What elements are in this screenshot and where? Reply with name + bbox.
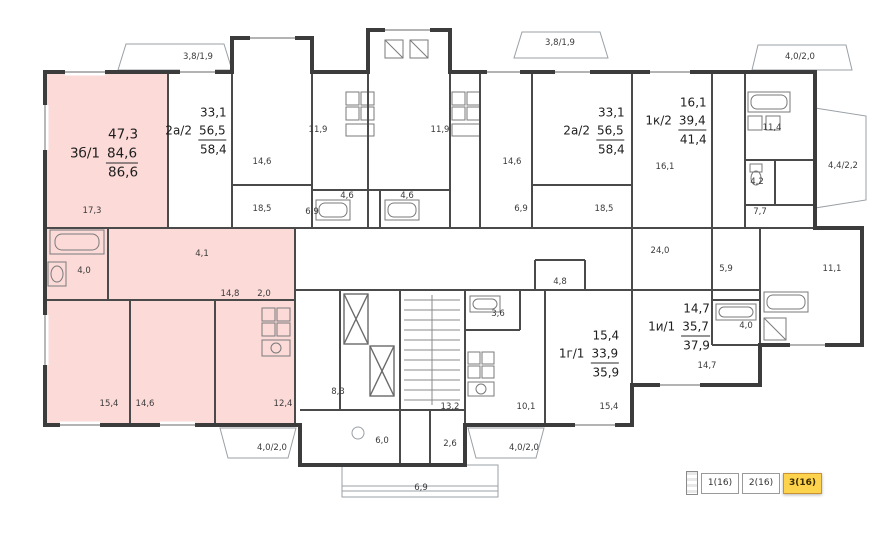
apartment-total-area: 33,9 — [590, 347, 620, 364]
room-dimension: 13,2 — [440, 402, 460, 412]
room-dimension: 14,7 — [697, 361, 717, 371]
apartment-living-area: 33,1 — [199, 105, 227, 120]
room-dimension: 17,3 — [82, 206, 102, 216]
section-button-1[interactable]: 1(16) — [701, 472, 739, 494]
room-dimension: 4,0 — [77, 266, 91, 276]
apartment-label-3b1[interactable]: 47,3 3б/1 84,6 86,6 — [69, 126, 139, 183]
apartment-label-1g1[interactable]: 15,4 1г/1 33,9 35,9 — [558, 327, 620, 382]
room-dimension: 15,4 — [599, 402, 619, 412]
room-dimension: 4,0/2,0 — [509, 443, 539, 453]
apartment-label-1i1[interactable]: 14,7 1и/1 35,7 37,9 — [648, 300, 710, 355]
room-dimension: 11,9 — [430, 125, 450, 135]
apartment-total-area: 56,5 — [595, 124, 625, 141]
room-dimension: 4,0/2,0 — [785, 52, 815, 62]
room-dimension: 8,3 — [331, 387, 345, 397]
room-dimension: 10,1 — [516, 402, 536, 412]
elevator-shafts — [343, 293, 395, 397]
section-button-3[interactable]: 3(16) — [783, 472, 823, 494]
room-dimension: 15,4 — [99, 399, 119, 409]
windows — [41, 26, 825, 429]
stairs — [404, 295, 460, 405]
apartment-total-area: 56,5 — [197, 124, 227, 141]
room-dimension: 3,8/1,9 — [545, 38, 575, 48]
room-dimension: 11,1 — [822, 264, 842, 274]
room-dimension: 14,8 — [220, 289, 240, 299]
apartment-living-area: 16,1 — [679, 95, 707, 110]
room-dimension: 14,6 — [135, 399, 155, 409]
apartment-label-1k2[interactable]: 16,1 1к/2 39,4 41,4 — [645, 94, 707, 149]
apartment-total-plus-area: 58,4 — [199, 142, 227, 157]
room-dimension: 4,8 — [553, 277, 567, 287]
apartment-total-plus-area: 58,4 — [597, 142, 625, 157]
room-dimension: 6,9 — [414, 483, 428, 493]
apartment-total-plus-area: 37,9 — [683, 338, 710, 353]
floor-selector: 1(16) 2(16) 3(16) — [686, 471, 823, 495]
room-dimension: 6,0 — [375, 436, 389, 446]
building-section-icon[interactable] — [686, 471, 698, 495]
apartment-total-area: 39,4 — [677, 114, 707, 131]
room-dimension: 2,6 — [443, 439, 457, 449]
room-dimension: 5,9 — [719, 264, 733, 274]
room-dimension: 2,0 — [257, 289, 271, 299]
room-dimension: 4,6 — [400, 191, 414, 201]
apartment-total-plus-area: 35,9 — [592, 365, 620, 380]
apartment-total-plus-area: 86,6 — [108, 164, 139, 181]
apartment-living-area: 33,1 — [597, 105, 625, 120]
room-dimension: 18,5 — [594, 204, 614, 214]
apartment-living-area: 15,4 — [592, 328, 620, 343]
room-dimension: 18,5 — [252, 204, 272, 214]
section-button-2[interactable]: 2(16) — [742, 472, 780, 494]
apartment-total-area: 35,7 — [681, 320, 710, 337]
room-dimension: 4,2 — [750, 177, 764, 187]
apartment-total-plus-area: 41,4 — [679, 132, 707, 147]
apartment-3b1-highlight[interactable] — [45, 72, 295, 425]
apartment-label-2a2-right[interactable]: 33,1 2а/2 56,5 58,4 — [563, 104, 625, 159]
room-dimension: 11,9 — [308, 125, 328, 135]
room-dimension: 6,9 — [514, 204, 528, 214]
room-dimension: 4,1 — [195, 249, 209, 259]
room-dimension: 16,1 — [655, 162, 675, 172]
apartment-type: 1г/1 — [558, 346, 585, 361]
room-dimension: 3,6 — [491, 309, 505, 319]
room-dimension: 4,0/2,0 — [257, 443, 287, 453]
outer-walls — [43, 28, 864, 467]
room-dimension: 24,0 — [650, 246, 670, 256]
room-dimension: 3,8/1,9 — [183, 52, 213, 62]
apartment-type: 1и/1 — [648, 319, 676, 334]
apartment-type: 2а/2 — [165, 123, 192, 138]
room-dimension: 11,4 — [762, 123, 782, 133]
apartment-label-2a2-left[interactable]: 33,1 2а/2 56,5 58,4 — [165, 104, 227, 159]
apartment-total-area: 84,6 — [106, 145, 139, 164]
room-dimension: 4,6 — [340, 191, 354, 201]
apartment-living-area: 47,3 — [108, 126, 139, 143]
room-dimension: 4,4/2,2 — [828, 161, 858, 171]
room-dimension: 7,7 — [753, 207, 767, 217]
room-dimension: 14,6 — [252, 157, 272, 167]
interior-walls — [45, 72, 815, 465]
room-dimension: 14,6 — [502, 157, 522, 167]
apartment-type: 1к/2 — [645, 113, 672, 128]
room-dimension: 6,9 — [305, 207, 319, 217]
apartment-type: 3б/1 — [69, 145, 100, 162]
apartment-type: 2а/2 — [563, 123, 590, 138]
room-dimension: 4,0 — [739, 321, 753, 331]
room-dimension: 12,4 — [273, 399, 293, 409]
apartment-living-area: 14,7 — [683, 301, 710, 316]
